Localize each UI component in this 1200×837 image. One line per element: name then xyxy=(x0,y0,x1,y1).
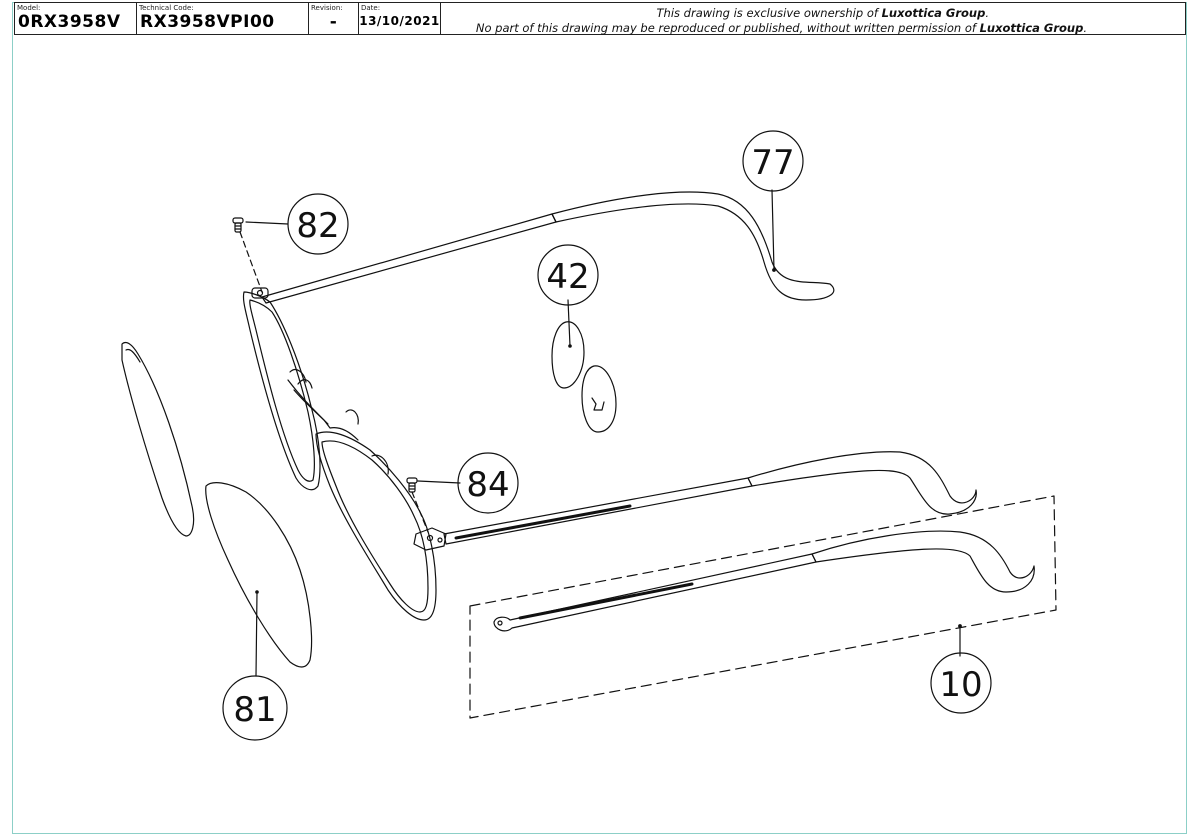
callout-84: 84 xyxy=(457,452,519,514)
spare-temple-box xyxy=(469,495,1057,719)
callout-84-label: 84 xyxy=(466,465,509,505)
revision-cell: Revision: - xyxy=(309,3,359,34)
callout-82-label: 82 xyxy=(296,206,339,246)
callout-77: 77 xyxy=(742,130,804,192)
notice-line-1: This drawing is exclusive ownership of L… xyxy=(656,6,989,20)
title-block: Model: 0RX3958V Technical Code: RX3958VP… xyxy=(14,2,1186,35)
date-value: 13/10/2021 xyxy=(359,14,440,28)
revision-value: - xyxy=(329,12,338,32)
technical-code-label: Technical Code: xyxy=(139,4,194,12)
technical-code-value: RX3958VPI00 xyxy=(140,12,275,32)
callout-42: 42 xyxy=(537,244,599,306)
model-cell: Model: 0RX3958V xyxy=(15,3,137,34)
lower-temple xyxy=(443,451,977,545)
callout-10-label: 10 xyxy=(939,665,982,705)
callout-82: 82 xyxy=(287,193,349,255)
front-frame xyxy=(242,287,447,621)
leader-lines xyxy=(239,189,962,677)
screw-84 xyxy=(406,477,418,493)
model-value: 0RX3958V xyxy=(18,12,121,32)
nose-pad-upper xyxy=(551,321,585,389)
callout-81-label: 81 xyxy=(233,690,276,730)
screw-82 xyxy=(232,217,244,233)
revision-label: Revision: xyxy=(311,4,343,12)
date-label: Date: xyxy=(361,4,381,12)
nose-pad-lower xyxy=(581,365,617,433)
lens-left xyxy=(121,341,195,537)
callout-77-label: 77 xyxy=(751,143,794,183)
ownership-notice: This drawing is exclusive ownership of L… xyxy=(441,3,1185,35)
model-label: Model: xyxy=(17,4,41,12)
callout-42-label: 42 xyxy=(546,257,589,297)
callout-81: 81 xyxy=(222,675,288,741)
callout-10: 10 xyxy=(930,652,992,714)
upper-temple xyxy=(261,191,835,304)
lens-right xyxy=(205,482,313,668)
technical-code-cell: Technical Code: RX3958VPI00 xyxy=(137,3,309,34)
notice-line-2: No part of this drawing may be reproduce… xyxy=(475,21,1087,35)
date-cell: Date: 13/10/2021 xyxy=(359,3,441,34)
